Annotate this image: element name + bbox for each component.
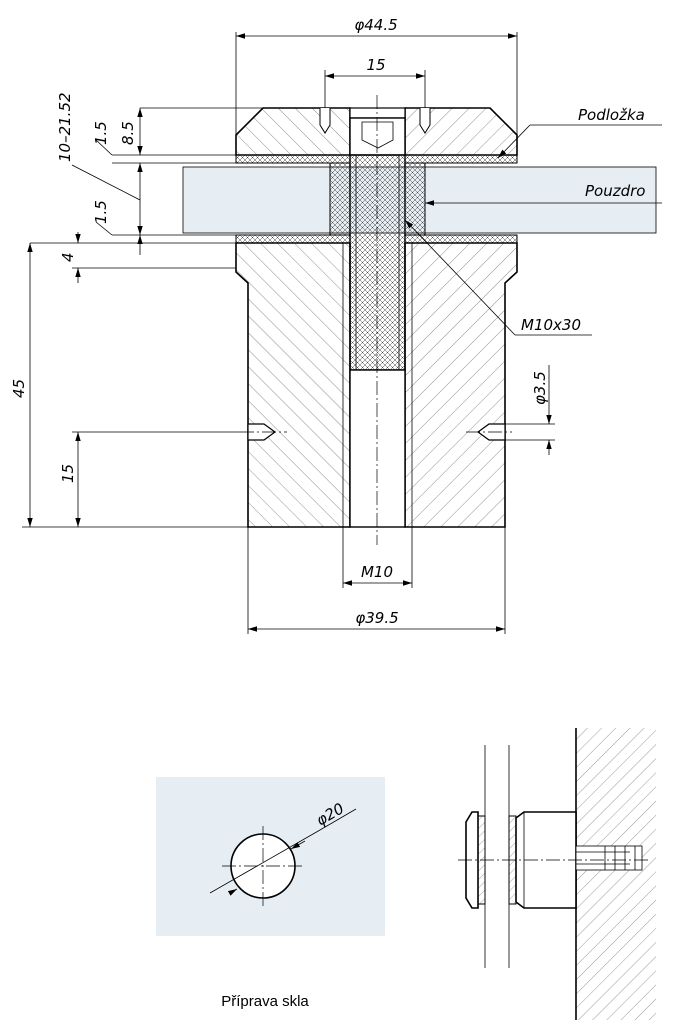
bottom-washer-right (404, 234, 518, 244)
bottom-washer-left (235, 234, 351, 244)
bushing-right (404, 162, 426, 236)
glass-preparation-view: φ20 Příprava skla (156, 777, 385, 1010)
main-section-view: φ44.5 15 10–21.52 1.5 8.5 1.5 4 45 (10, 16, 662, 634)
dim-washer-bottom: 1.5 (92, 200, 110, 224)
screw-head (349, 117, 406, 156)
mounted-side-view (458, 728, 656, 1020)
threaded-bore (349, 369, 406, 528)
callout-screw: M10x30 (521, 316, 581, 334)
dim-glass-thickness: 10–21.52 (56, 92, 74, 162)
dim-pin-hole: φ3.5 (531, 371, 549, 405)
dim-pin-height: 15 (59, 464, 77, 483)
dim-cap-height: 8.5 (119, 121, 137, 145)
dim-cap-width: 15 (366, 56, 385, 74)
cap-left (235, 107, 351, 156)
screw-shank (349, 154, 406, 371)
caption-glass-preparation: Příprava skla (221, 993, 309, 1010)
body-left (235, 242, 351, 528)
dim-thread: M10 (361, 563, 393, 581)
callout-bushing: Pouzdro (585, 182, 645, 200)
dim-body-height: 45 (10, 379, 28, 398)
top-washer-left (235, 154, 351, 164)
callout-washer: Podložka (578, 106, 645, 124)
bushing-left (329, 162, 351, 236)
pin-hole-left (247, 423, 277, 441)
body-right (404, 242, 518, 528)
dim-base-offset: 4 (59, 252, 77, 262)
wall (576, 728, 656, 1020)
dim-washer-top: 1.5 (92, 121, 110, 145)
dim-outer-diameter: φ44.5 (354, 16, 397, 34)
dim-body-diameter: φ39.5 (355, 609, 398, 627)
